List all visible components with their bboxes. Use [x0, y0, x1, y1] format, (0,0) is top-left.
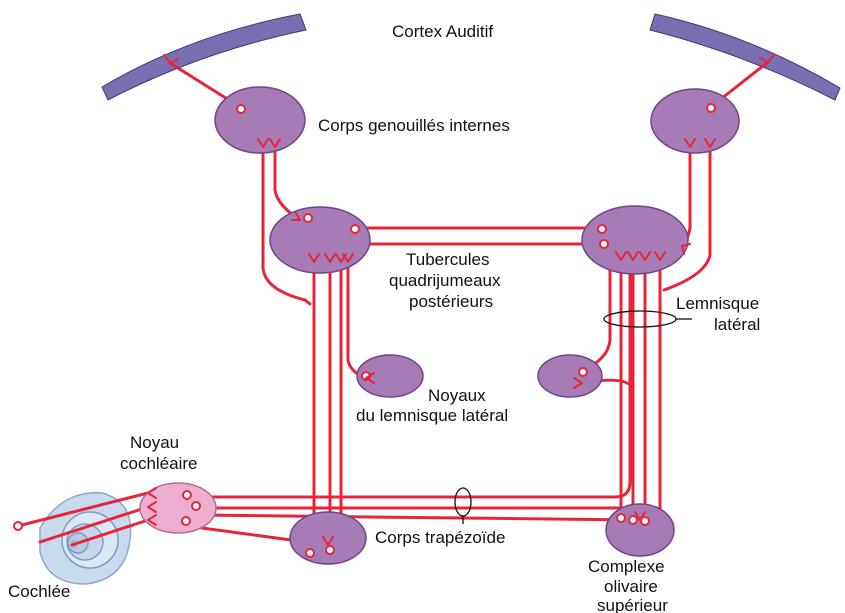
label-du-lemnisque-lateral: du lemnisque latéral — [356, 406, 508, 426]
soc-left — [290, 512, 366, 564]
mgb-right — [651, 89, 739, 153]
label-cortex-auditif: Cortex Auditif — [392, 22, 493, 42]
label-corps-trapezoide: Corps trapézoïde — [375, 528, 505, 548]
nll-right — [538, 355, 602, 397]
label-noyaux: Noyaux — [428, 386, 486, 406]
ic-left — [270, 207, 370, 273]
label-tubercules: Tubercules — [406, 250, 489, 270]
soc-right — [606, 504, 674, 556]
label-noyau: Noyau — [130, 433, 179, 453]
label-olivaire: olivaire — [604, 577, 658, 597]
lemniscus-ring — [604, 311, 676, 327]
label-corps-genouilles-internes: Corps genouillés internes — [318, 116, 510, 136]
cortex-arc-right — [650, 14, 840, 100]
ic-right — [582, 206, 688, 274]
label-complexe: Complexe — [588, 557, 665, 577]
label-lemnisque: Lemnisque — [676, 294, 759, 314]
cortex-arc-left — [102, 14, 306, 100]
nuclei — [140, 87, 739, 564]
label-posterieurs: postérieurs — [409, 292, 493, 312]
label-quadrijumeaux: quadrijumeaux — [389, 271, 501, 291]
trapezoid-ring — [455, 488, 471, 516]
label-superieur: supérieur — [597, 596, 668, 613]
label-lateral: latéral — [714, 315, 760, 335]
label-cochleaire: cochléaire — [120, 454, 198, 474]
label-cochlee: Cochlée — [8, 582, 70, 602]
